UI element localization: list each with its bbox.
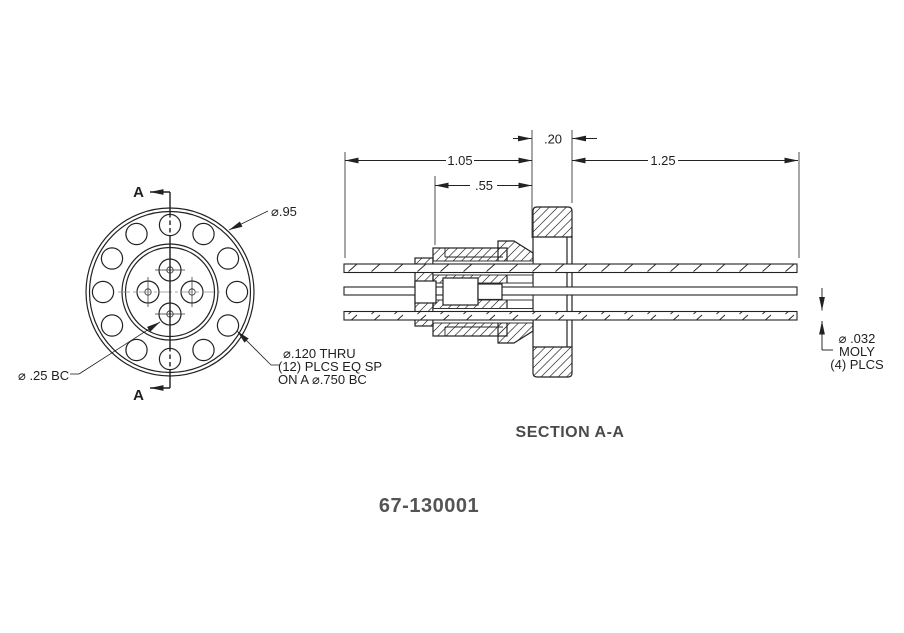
outer-diameter-label: ⌀.95	[271, 204, 297, 219]
section-marker-bottom: A	[133, 387, 144, 404]
dim-pin-length: 1.25	[572, 153, 798, 168]
section-view-title: SECTION A-A	[516, 424, 625, 441]
braze-web-upper	[497, 240, 534, 263]
section-cut-line	[150, 189, 171, 391]
braze-web-lower	[497, 321, 534, 344]
hole-note-line2: (12) PLCS EQ SP	[278, 359, 382, 374]
section-view: 1.05 .55 .20 1.25 ⌀ .032	[343, 130, 884, 441]
feedthrough-pins	[343, 263, 798, 321]
outer-diameter-callout: ⌀.95	[228, 204, 297, 231]
counterbore-edges	[444, 248, 503, 336]
pin-note-line1: ⌀ .032	[839, 331, 876, 346]
pin-note-line2: MOLY	[839, 344, 875, 359]
pin-note-line3: (4) PLCS	[830, 357, 884, 372]
dim-pin-length-text: 1.25	[650, 153, 675, 168]
flange-section	[532, 206, 573, 378]
extension-lines	[344, 130, 800, 258]
center-pin-beads	[414, 277, 503, 306]
dim-body-length: 1.05	[345, 153, 532, 168]
hole-note-line1: ⌀.120 THRU	[283, 346, 356, 361]
pin-material-callout: ⌀ .032 MOLY (4) PLCS	[819, 288, 884, 372]
pin-bolt-circle-callout: ⌀ .25 BC	[18, 321, 161, 383]
pin-bolt-circle-label: ⌀ .25 BC	[18, 368, 69, 383]
dim-flange-thickness: .20	[513, 132, 597, 147]
front-view: A A ⌀.95 ⌀ .25 BC ⌀.120 THRU (12) PLCS E…	[18, 184, 382, 404]
hole-note-line3: ON A ⌀.750 BC	[278, 372, 367, 387]
mounting-holes	[91, 213, 249, 371]
section-marker-top: A	[133, 184, 144, 201]
hole-pattern-callout: ⌀.120 THRU (12) PLCS EQ SP ON A ⌀.750 BC	[236, 330, 382, 387]
part-number: 67-130001	[379, 495, 479, 517]
dim-insert-length: .55	[435, 178, 532, 193]
dim-body-length-text: 1.05	[447, 153, 472, 168]
dimensions: 1.05 .55 .20 1.25 ⌀ .032	[344, 130, 884, 372]
dim-flange-thickness-text: .20	[544, 132, 562, 147]
pin-middle	[343, 286, 798, 296]
dim-insert-length-text: .55	[475, 178, 493, 193]
